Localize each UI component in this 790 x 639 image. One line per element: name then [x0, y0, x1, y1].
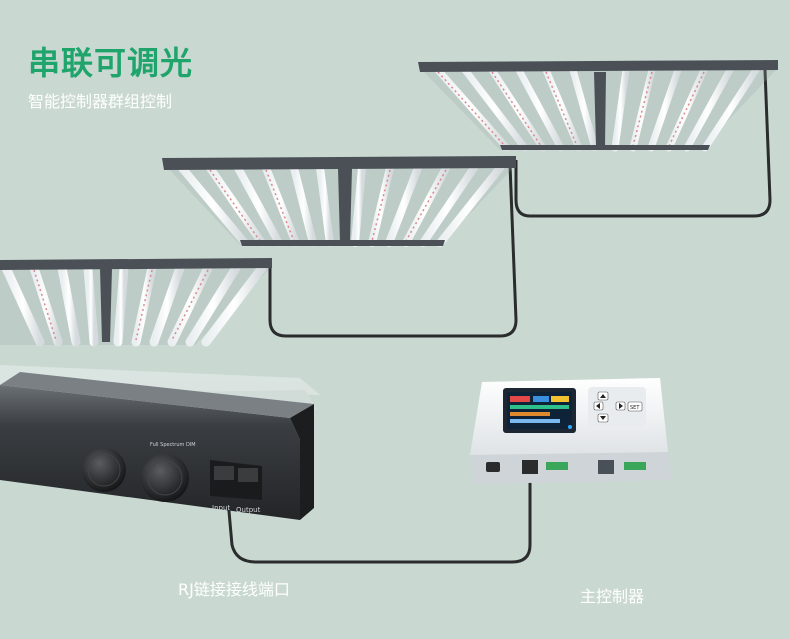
main-controller-label: 主控制器	[580, 587, 645, 606]
page-subtitle: 智能控制器群组控制	[28, 92, 173, 111]
grow-light-fixture-left	[0, 258, 272, 347]
page-title: 串联可调光	[28, 44, 194, 82]
grow-light-fixture-middle	[162, 156, 516, 247]
driver-dim-label: Full Spectrum DIM	[150, 442, 196, 448]
driver-input-label: Input	[212, 504, 230, 512]
right-arrow-button[interactable]	[615, 401, 626, 411]
driver-output-label: Output	[236, 506, 261, 514]
controller-keypad: SET	[588, 387, 646, 427]
down-arrow-button[interactable]	[597, 413, 609, 423]
left-arrow-button[interactable]	[593, 401, 604, 411]
main-controller: SET	[470, 378, 672, 484]
dimmer-knob-left[interactable]	[82, 448, 126, 492]
set-button[interactable]: SET	[627, 401, 643, 412]
led-driver: Full Spectrum DIM Input Output	[0, 372, 314, 520]
rj-port-controller	[522, 460, 538, 474]
grow-light-fixture-top	[418, 60, 778, 152]
power-port	[486, 462, 500, 472]
up-arrow-button[interactable]	[597, 391, 609, 401]
rj-port-label: RJ链接接线端口	[178, 580, 290, 599]
chain-cables	[226, 69, 772, 564]
dimmer-knob-right[interactable]	[141, 454, 189, 502]
set-button-label: SET	[630, 405, 640, 411]
